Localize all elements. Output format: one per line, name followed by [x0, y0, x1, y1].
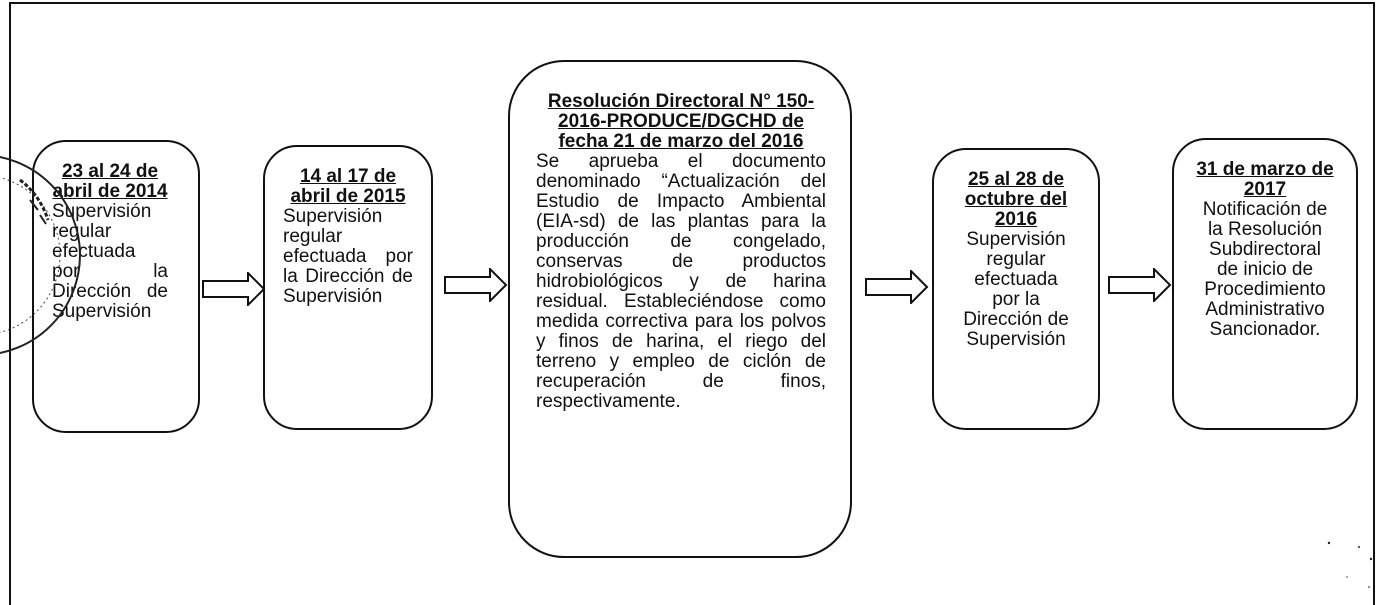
scan-specks: [1327, 541, 1373, 588]
step-2-heading: 14 al 17 de abril de 2015: [290, 166, 406, 207]
right-arrow-icon: [444, 268, 508, 302]
step-box-3: Resolución Directoral N° 150-2016-PRODUC…: [508, 60, 852, 558]
right-arrow-icon: [865, 270, 929, 304]
diagram-frame: [9, 2, 1375, 605]
step-box-5: 31 de marzo de 2017 Notificación de la R…: [1172, 138, 1358, 430]
step-3-text: Se aprueba el documento denominado “Actu…: [536, 151, 826, 412]
step-3-heading: Resolución Directoral N° 150-2016-PRODUC…: [547, 91, 815, 152]
step-5-heading: 31 de marzo de 2017: [1196, 159, 1334, 200]
step-5-text: Notificación de la Resolución Subdirecto…: [1202, 199, 1328, 340]
step-4-heading: 25 al 28 de octubre del 2016: [964, 169, 1068, 230]
step-2-text: Supervisión regular efectuada por la Dir…: [283, 206, 413, 307]
step-1-text: Supervisión regular efectuada por la Dir…: [52, 201, 168, 322]
official-seal-icon: [0, 156, 81, 354]
step-4-text: Supervisión regular efectuada por la Dir…: [963, 229, 1069, 350]
right-arrow-icon: [1108, 268, 1172, 302]
step-box-4: 25 al 28 de octubre del 2016 Supervisión…: [932, 148, 1100, 430]
right-arrow-icon: [202, 272, 266, 306]
step-1-heading: 23 al 24 de abril de 2014: [52, 161, 168, 202]
step-box-2: 14 al 17 de abril de 2015 Supervisión re…: [263, 145, 433, 430]
step-box-1: 23 al 24 de abril de 2014 Supervisión re…: [32, 140, 200, 433]
